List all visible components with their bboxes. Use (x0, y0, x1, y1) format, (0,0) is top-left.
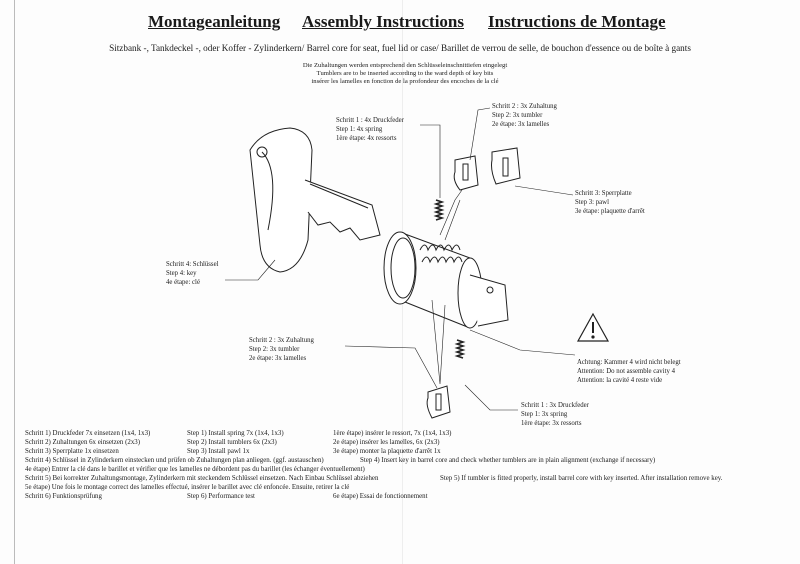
subtitle: Sitzbank -, Tankdeckel -, oder Koffer - … (109, 43, 691, 53)
callout-line: Step 2: 3x tumbler (492, 112, 543, 119)
tumblers (426, 147, 521, 419)
callout-line: 2e étape: 3x lamelles (492, 121, 550, 128)
note-fr: insérer les lamelles en fonction de la p… (311, 78, 499, 85)
instruction-en: Step 5) If tumbler is fitted properly, i… (440, 475, 723, 482)
key-illustration (249, 127, 381, 273)
instruction-de: Schritt 3) Sperrplatte 1x einsetzen (25, 448, 119, 455)
callout-line: 3e étape: plaquette d'arrêt (575, 208, 645, 215)
callout-line: Step 3: pawl (575, 199, 609, 206)
instruction-fr: 6e étape) Essai de fonctionnement (333, 493, 428, 500)
callout-line: Schritt 2 : 3x Zuhaltung (492, 103, 557, 110)
instruction-en: Step 6) Performance test (187, 493, 255, 500)
instruction-de: Schritt 4) Schlüssel in Zylinderkern ein… (25, 457, 324, 464)
callout-step2-bottom: Schritt 2 : 3x Zuhaltung Step 2: 3x tumb… (249, 336, 314, 363)
instruction-en: Step 3) Install pawl 1x (187, 448, 250, 455)
warning-triangle-icon (576, 312, 610, 342)
callout-step1-bottom: Schritt 1 : 3x Druckfeder Step 1: 3x spr… (521, 401, 589, 428)
callout-line: Step 1: 4x spring (336, 126, 383, 133)
instruction-fr: 2e étape) insérer les lamelles, 6x (2x3) (333, 439, 440, 446)
note-en: Tumblers are to be inserted according to… (316, 70, 494, 77)
callout-line: 1ère étape: 3x ressorts (521, 420, 582, 427)
instruction-en: Step 2) Install tumblers 6x (2x3) (187, 439, 277, 446)
instruction-en: Step 4) Insert key in barrel core and ch… (360, 457, 656, 464)
callout-line: Step 1: 3x spring (521, 411, 568, 418)
callout-step3: Schritt 3: Sperrplatte Step 3: pawl 3e é… (575, 189, 645, 216)
instruction-fr: 3e étape) monter la plaquette d'arrêt 1x (333, 448, 441, 455)
callout-line: Attention: Do not assemble cavity 4 (577, 368, 675, 375)
callout-warning: Achtung: Kammer 4 wird nicht belegt Atte… (577, 358, 681, 385)
instruction-de: Schritt 1) Druckfeder 7x einsetzen (1x4,… (25, 430, 151, 437)
instruction-en: Step 1) Install spring 7x (1x4, 1x3) (187, 430, 284, 437)
instruction-fr: 5e étape) Une fois le montage correct de… (25, 484, 350, 491)
callout-line: Step 4: key (166, 270, 197, 277)
callout-step4: Schritt 4: Schlüssel Step 4: key 4e étap… (166, 260, 219, 287)
callout-line: Step 2: 3x tumbler (249, 346, 300, 353)
callout-line: Schritt 2 : 3x Zuhaltung (249, 337, 314, 344)
instruction-fr: 1ère étape) insérer le ressort, 7x (1x4,… (333, 430, 452, 437)
callout-line: Schritt 3: Sperrplatte (575, 190, 632, 197)
callout-line: Attention: la cavité 4 reste vide (577, 377, 663, 384)
callout-line: 2e étape: 3x lamelles (249, 355, 307, 362)
scan-edge (14, 0, 15, 564)
callout-line: Achtung: Kammer 4 wird nicht belegt (577, 359, 681, 366)
title-german: Montageanleitung (148, 12, 281, 31)
instruction-de: Schritt 2) Zuhaltungen 6x einsetzen (2x3… (25, 439, 141, 446)
callout-line: Schritt 4: Schlüssel (166, 261, 219, 268)
note-de: Die Zuhaltungen werden entsprechend den … (302, 62, 508, 69)
barrel-core (383, 231, 509, 329)
leader-lines (225, 107, 576, 411)
instruction-fr: 4e étape) Entrer la clé dans le barillet… (25, 466, 365, 473)
callout-line: Schritt 1 : 3x Druckfeder (521, 402, 589, 409)
instruction-de: Schritt 6) Funktionsprüfung (25, 493, 102, 500)
callout-line: 4e étape: clé (166, 279, 200, 286)
callout-line: 1ère étape: 4x ressorts (336, 135, 397, 142)
title-french: Instructions de Montage (488, 12, 666, 31)
callout-line: Schritt 1 : 4x Druckfeder (336, 117, 404, 124)
callout-step1-top: Schritt 1 : 4x Druckfeder Step 1: 4x spr… (336, 116, 404, 143)
callout-step2-top: Schritt 2 : 3x Zuhaltung Step 2: 3x tumb… (492, 102, 557, 129)
title-english: Assembly Instructions (302, 12, 464, 31)
instruction-de: Schritt 5) Bei korrekter Zuhaltungsmonta… (25, 475, 379, 482)
springs (433, 199, 466, 359)
